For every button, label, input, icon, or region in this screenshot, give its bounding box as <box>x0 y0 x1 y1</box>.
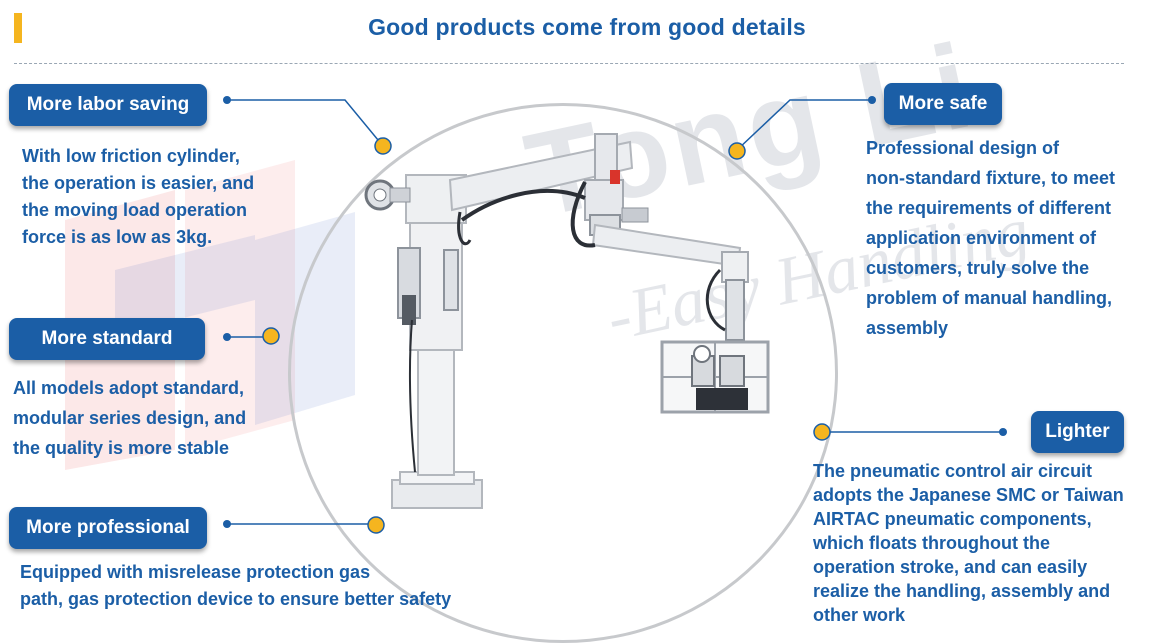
manipulator-illustration <box>364 133 770 509</box>
desc-line: which floats throughout the <box>813 533 1050 553</box>
desc-line: assembly <box>866 318 949 338</box>
title-divider <box>14 63 1124 64</box>
feature-desc-lighter: The pneumatic control air circuit adopts… <box>813 459 1124 627</box>
desc-line: The pneumatic control air circuit <box>813 461 1093 481</box>
feature-desc-standard: All models adopt standard, modular serie… <box>13 373 246 463</box>
hotspot-standard <box>262 327 280 345</box>
feature-tag-lighter: Lighter <box>1031 411 1124 453</box>
desc-line: the requirements of different <box>866 198 1112 218</box>
hotspot-labor <box>374 137 392 155</box>
feature-desc-labor-saving: With low friction cylinder, the operatio… <box>22 143 254 251</box>
desc-line: modular series design, and <box>13 408 247 428</box>
desc-line: adopts the Japanese SMC or Taiwan <box>813 485 1124 505</box>
hotspot-lighter <box>813 423 831 441</box>
desc-line: the operation is easier, and <box>22 173 255 193</box>
feature-tag-standard: More standard <box>9 318 205 360</box>
desc-line: other work <box>813 605 906 625</box>
desc-line: All models adopt standard, <box>13 378 245 398</box>
feature-tag-professional: More professional <box>9 507 207 549</box>
feature-desc-professional: Equipped with misrelease protection gas … <box>20 559 451 613</box>
hotspot-safe <box>728 142 746 160</box>
page-title: Good products come from good details <box>368 14 806 40</box>
desc-line: AIRTAC pneumatic components, <box>813 509 1092 529</box>
feature-tag-labor-saving: More labor saving <box>9 84 207 126</box>
desc-line: non-standard fixture, to meet <box>866 168 1116 188</box>
desc-line: path, gas protection device to ensure be… <box>20 589 452 609</box>
desc-line: operation stroke, and can easily <box>813 557 1088 577</box>
desc-line: application environment of <box>866 228 1097 248</box>
desc-line: the quality is more stable <box>13 438 230 458</box>
desc-line: the moving load operation <box>22 200 248 220</box>
desc-line: With low friction cylinder, <box>22 146 240 166</box>
desc-line: realize the handling, assembly and <box>813 581 1111 601</box>
feature-tag-safe: More safe <box>884 83 1002 125</box>
desc-line: Professional design of <box>866 138 1060 158</box>
desc-line: problem of manual handling, <box>866 288 1113 308</box>
desc-line: customers, truly solve the <box>866 258 1090 278</box>
hotspot-professional <box>367 516 385 534</box>
feature-desc-safe: Professional design of non-standard fixt… <box>866 133 1115 343</box>
desc-line: force is as low as 3kg. <box>22 227 213 247</box>
title-accent-bar <box>14 13 22 43</box>
desc-line: Equipped with misrelease protection gas <box>20 562 371 582</box>
